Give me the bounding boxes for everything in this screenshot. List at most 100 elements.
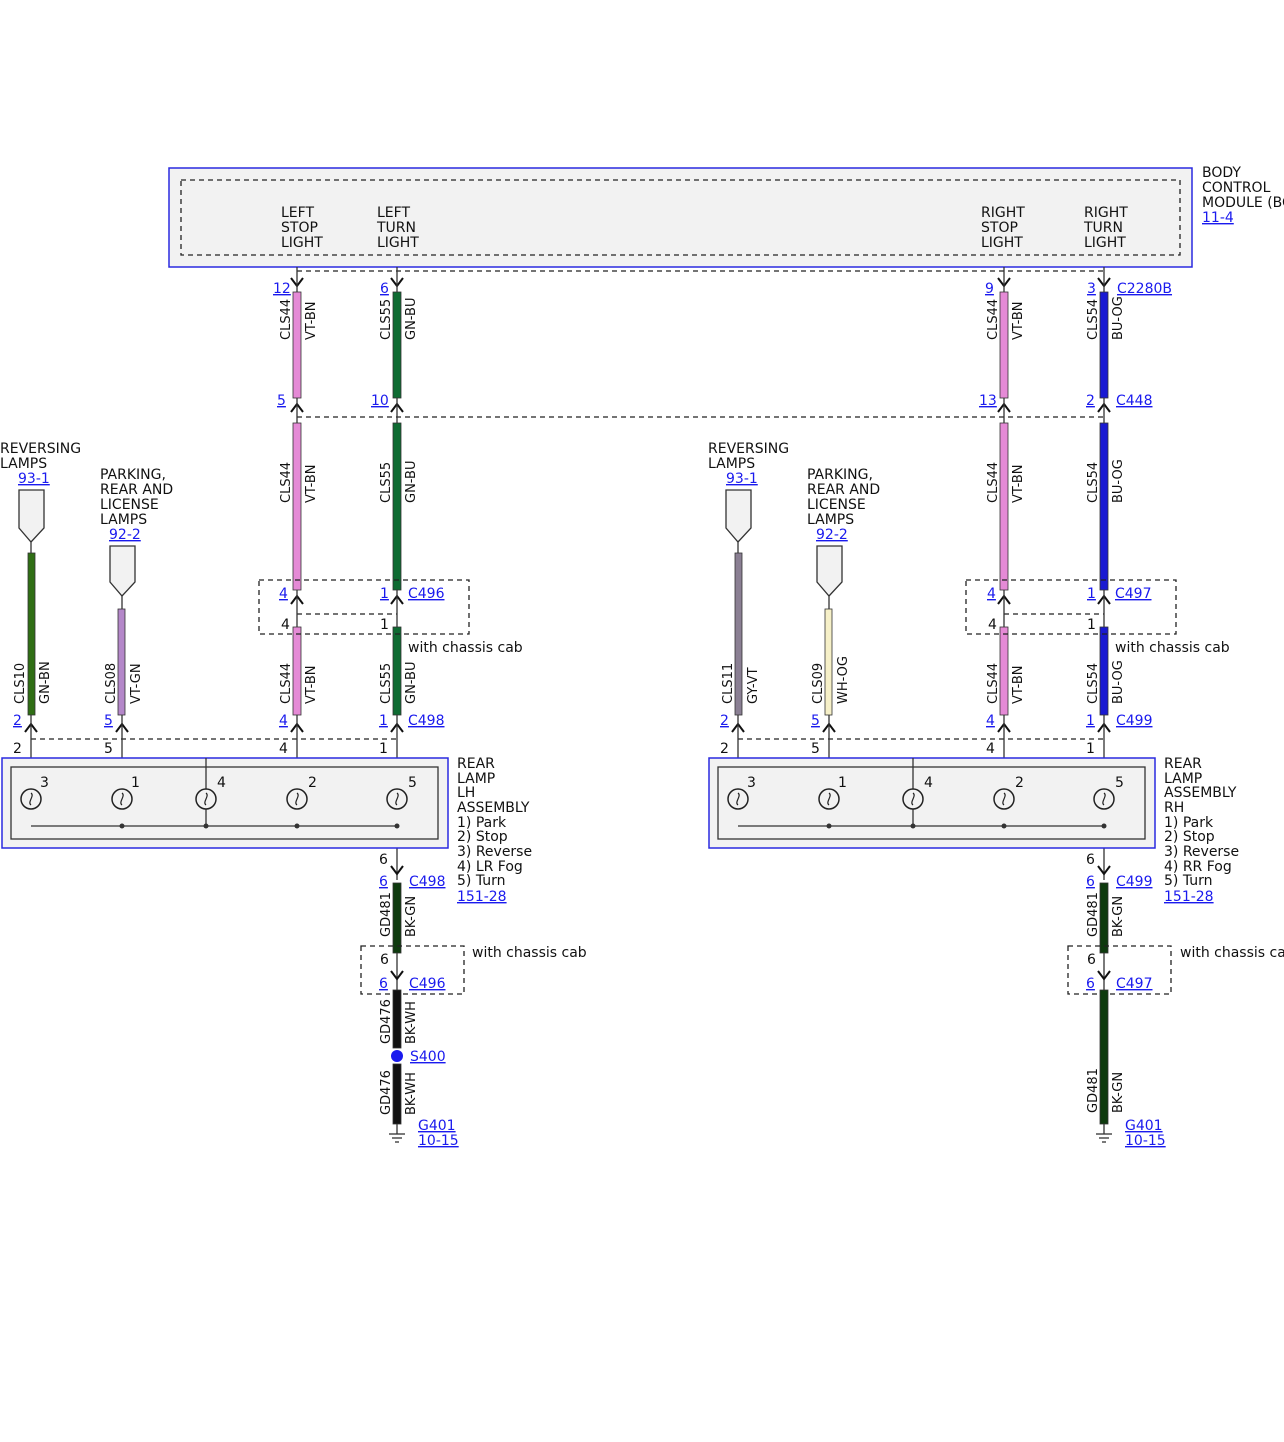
s400-link[interactable]: S400 [410, 1049, 446, 1065]
pin-2-c499-link[interactable]: 2 [720, 713, 729, 729]
pin-6-c496-link[interactable]: 6 [379, 976, 388, 992]
pin-3[interactable]: 3 [1087, 281, 1096, 297]
pin-1-c498-link[interactable]: 1 [379, 713, 388, 729]
right-stop-label-3: LIGHT [981, 235, 1023, 251]
lh-assembly-ref[interactable]: 151-28 [457, 889, 507, 905]
wire-label-cls54-3: CLS54 [1086, 663, 1101, 704]
wire-label-cls44-1: CLS44 [279, 299, 294, 340]
c497-link-top[interactable]: C497 [1115, 586, 1152, 602]
lh-legend-4: 4) LR Fog [457, 859, 523, 875]
wire-label-gyvt: GY-VT [746, 667, 761, 704]
with-chassis-cab-left-2: with chassis cab [472, 945, 587, 961]
wire-label-vtbn-r1: VT-BN [1011, 301, 1026, 340]
pin-2-c448[interactable]: 2 [1086, 393, 1095, 409]
right-reversing-ref[interactable]: 93-1 [726, 471, 758, 487]
pin-6-c499-link[interactable]: 6 [1086, 874, 1095, 890]
rh-legend-2: 2) Stop [1164, 829, 1215, 845]
wire-label-bkwh-1: BK-WH [404, 1001, 419, 1044]
lh-bulb-num-1: 1 [131, 775, 140, 791]
pin-4-c499-link[interactable]: 4 [986, 713, 995, 729]
pin-12[interactable]: 12 [273, 281, 291, 297]
wire-label-vtbn-3: VT-BN [304, 665, 319, 704]
pin-5-c448[interactable]: 5 [277, 393, 286, 409]
g401-left-ref[interactable]: 10-15 [418, 1133, 459, 1149]
pin-4-c498-link[interactable]: 4 [279, 713, 288, 729]
wire-label-whog: WH-OG [836, 656, 851, 704]
pin-6-c497-link[interactable]: 6 [1086, 976, 1095, 992]
pin-9[interactable]: 9 [985, 281, 994, 297]
left-parking-line3: LICENSE [100, 497, 159, 513]
rh-bulb-4-icon [902, 788, 924, 810]
left-reversing-line2: LAMPS [0, 456, 47, 472]
lh-bulb-5-icon [386, 788, 408, 810]
c2280b-link[interactable]: C2280B [1117, 281, 1172, 297]
g401-left-link[interactable]: G401 [418, 1118, 456, 1134]
wire-cls08 [117, 608, 126, 716]
wire-label-cls08: CLS08 [104, 663, 119, 704]
rh-splice-dot-3 [1001, 823, 1007, 829]
pin-5-c499-link[interactable]: 5 [811, 713, 820, 729]
rh-bulb-2-icon [993, 788, 1015, 810]
wire-cls54-mid [1099, 422, 1109, 591]
lh-splice-dot-2 [203, 823, 209, 829]
c498-link-top[interactable]: C498 [408, 713, 445, 729]
lh-splice-dot-1 [119, 823, 125, 829]
right-stop-label-1: RIGHT [981, 205, 1025, 221]
pin-4-c497-link[interactable]: 4 [987, 586, 996, 602]
c499-link-bottom[interactable]: C499 [1116, 874, 1153, 890]
pin-6-lh: 6 [379, 852, 388, 868]
rh-assembly-ref[interactable]: 151-28 [1164, 889, 1214, 905]
right-stop-label-2: STOP [981, 220, 1018, 236]
lh-assembly-line4: ASSEMBLY [457, 800, 530, 816]
g401-right-link[interactable]: G401 [1125, 1118, 1163, 1134]
pin-6-c498-link[interactable]: 6 [379, 874, 388, 890]
c448-link[interactable]: C448 [1116, 393, 1153, 409]
pin-1-c496-link[interactable]: 1 [380, 586, 389, 602]
c497-link-bottom[interactable]: C497 [1116, 976, 1153, 992]
arrow-c498-6 [390, 865, 404, 876]
c496-link-top[interactable]: C496 [408, 586, 445, 602]
c498-link-bottom[interactable]: C498 [409, 874, 446, 890]
pin-1-c497-link[interactable]: 1 [1087, 586, 1096, 602]
left-parking-ref[interactable]: 92-2 [109, 527, 141, 543]
wire-label-vtbn-r2: VT-BN [1011, 464, 1026, 503]
with-chassis-cab-right-2: with chassis cab [1180, 945, 1284, 961]
wire-label-gd476-1: GD476 [379, 999, 394, 1044]
pin-13[interactable]: 13 [979, 393, 997, 409]
c497-lower-optional-box [1067, 945, 1172, 995]
bcm-ref-link[interactable]: 11-4 [1202, 210, 1234, 226]
pin-5-c498-link[interactable]: 5 [104, 713, 113, 729]
rh-legend-1: 1) Park [1164, 815, 1214, 831]
bcm-title-line3: MODULE (BCM) [1202, 195, 1284, 211]
c496-link-bottom[interactable]: C496 [409, 976, 446, 992]
rh-legend-4: 4) RR Fog [1164, 859, 1232, 875]
right-reversing-line2: LAMPS [708, 456, 755, 472]
pin-1-c499-link[interactable]: 1 [1086, 713, 1095, 729]
wire-cls11 [734, 552, 743, 716]
wire-cls55-mid [392, 422, 402, 591]
pin-6-bcm[interactable]: 6 [380, 281, 389, 297]
right-reversing-line1: REVERSING [708, 441, 789, 457]
wire-label-cls44-r2: CLS44 [986, 462, 1001, 503]
wire-cls10 [27, 552, 36, 716]
right-turn-label-2: TURN [1083, 220, 1123, 236]
pin-4-c496-link[interactable]: 4 [279, 586, 288, 602]
lh-bulb-num-2: 2 [308, 775, 317, 791]
c496-lower-optional-box [360, 945, 465, 995]
g401-right-ref[interactable]: 10-15 [1125, 1133, 1166, 1149]
left-reversing-ref[interactable]: 93-1 [18, 471, 50, 487]
right-parking-ref[interactable]: 92-2 [816, 527, 848, 543]
wire-label-cls55-3: CLS55 [379, 663, 394, 704]
pin-1-lh: 1 [379, 741, 388, 757]
pin-10[interactable]: 10 [371, 393, 389, 409]
left-parking-line1: PARKING, [100, 467, 166, 483]
wire-label-gnbu-3: GN-BU [404, 662, 419, 704]
c499-link-top[interactable]: C499 [1116, 713, 1153, 729]
arrow-c496-6 [390, 970, 404, 981]
pin-6-rh: 6 [1086, 852, 1095, 868]
wire-label-cls09: CLS09 [811, 663, 826, 704]
pin-2-c498-link[interactable]: 2 [13, 713, 22, 729]
wire-label-cls55-1: CLS55 [379, 299, 394, 340]
wire-cls44-right-low [999, 626, 1009, 716]
